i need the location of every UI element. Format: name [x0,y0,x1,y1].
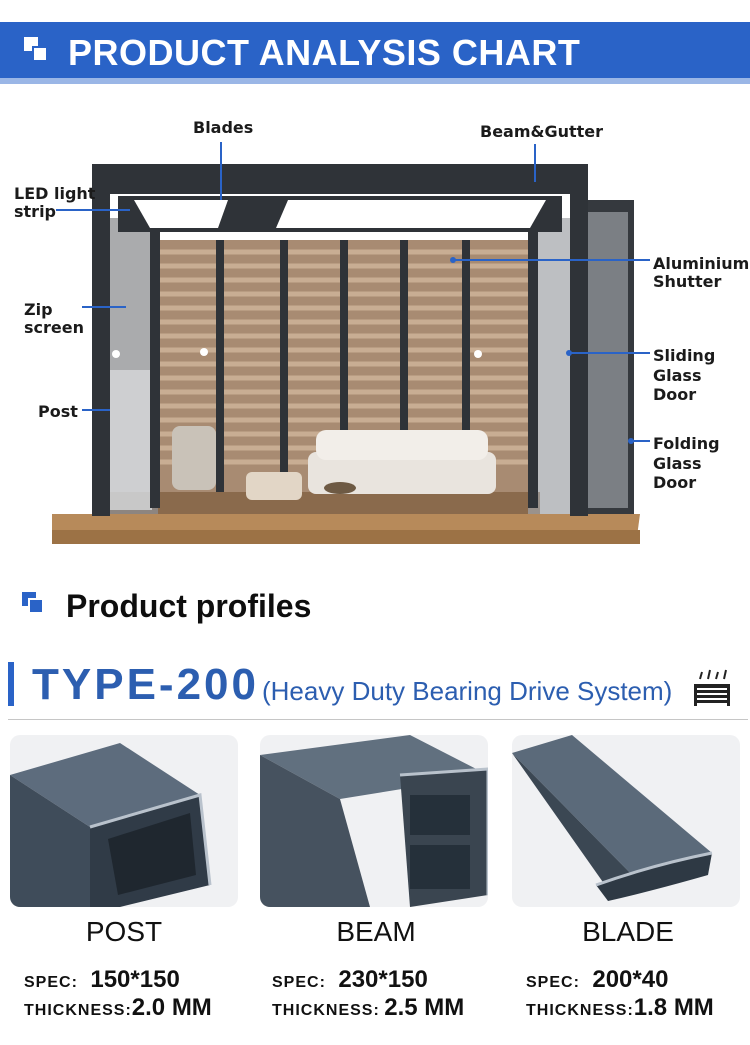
label-zip-line1: Zip [24,300,53,319]
thickness-value: 2.5 MM [384,994,465,1021]
label-folding-line1: Folding [653,434,720,453]
banner-square-icon-2 [32,46,48,62]
label-blades: Blades [193,118,254,137]
spec-row-post: SPEC: 150*150 [24,966,180,994]
divider [8,719,748,720]
anchor-alu [450,257,456,263]
anchor-sliding [566,350,572,356]
header-banner: PRODUCT ANALYSIS CHART [0,22,750,84]
section-title: Product profiles [66,588,312,624]
leader-alu [454,259,650,261]
thickness-row-post: THICKNESS:2.0 MM [24,994,212,1022]
pergola-diagram: Blades Beam&Gutter LED light strip Zip s… [0,100,750,560]
thickness-label: THICKNESS: [272,1002,380,1019]
type-accent-bar [8,662,14,706]
leader-blades [220,142,222,200]
spec-row-blade: SPEC: 200*40 [526,966,668,994]
thickness-label: THICKNESS: [24,1002,132,1019]
leader-folding [632,440,650,442]
thickness-value: 1.8 MM [633,994,714,1021]
thickness-label: THICKNESS: [526,1002,634,1019]
label-sliding-line2: Glass Door [653,366,702,404]
spec-value: 200*40 [592,966,669,993]
beam-profile-image [260,735,488,907]
type-title: TYPE-200 [32,660,259,709]
post-profile-image [10,735,238,907]
product-name-post: POST [85,916,163,947]
type-subtitle: (Heavy Duty Bearing Drive System) [262,676,673,706]
spec-label: SPEC: [24,974,78,991]
label-sliding-line1: Sliding [653,346,716,365]
rain-shelter-icon [694,669,730,706]
thickness-row-blade: THICKNESS:1.8 MM [526,994,714,1022]
leader-post [82,409,110,411]
leader-beam-gutter [534,144,536,182]
spec-label: SPEC: [272,974,326,991]
product-name-blade: BLADE [582,916,674,947]
blade-profile-image [512,735,740,907]
label-folding-line2: Glass Door [653,454,702,492]
label-zip-line2: screen [24,318,84,337]
leader-sliding [570,352,650,354]
label-beam-gutter: Beam&Gutter [480,122,604,141]
spec-label: SPEC: [526,974,580,991]
thickness-value: 2.0 MM [131,994,212,1021]
product-name-beam: BEAM [336,916,416,947]
spec-value: 150*150 [90,966,180,993]
label-alu-line2: Shutter [653,272,722,291]
label-led-line1: LED light [14,184,96,203]
leader-led [56,209,130,211]
page-title: PRODUCT ANALYSIS CHART [68,32,581,73]
thickness-row-beam: THICKNESS: 2.5 MM [272,994,464,1022]
label-led-line2: strip [14,202,56,221]
pergola-illustration [52,164,640,544]
label-post: Post [38,402,78,421]
leader-zip [82,306,126,308]
label-alu-line1: Aluminium [653,254,750,273]
spec-value: 230*150 [338,966,428,993]
spec-row-beam: SPEC: 230*150 [272,966,428,994]
anchor-folding [628,438,634,444]
